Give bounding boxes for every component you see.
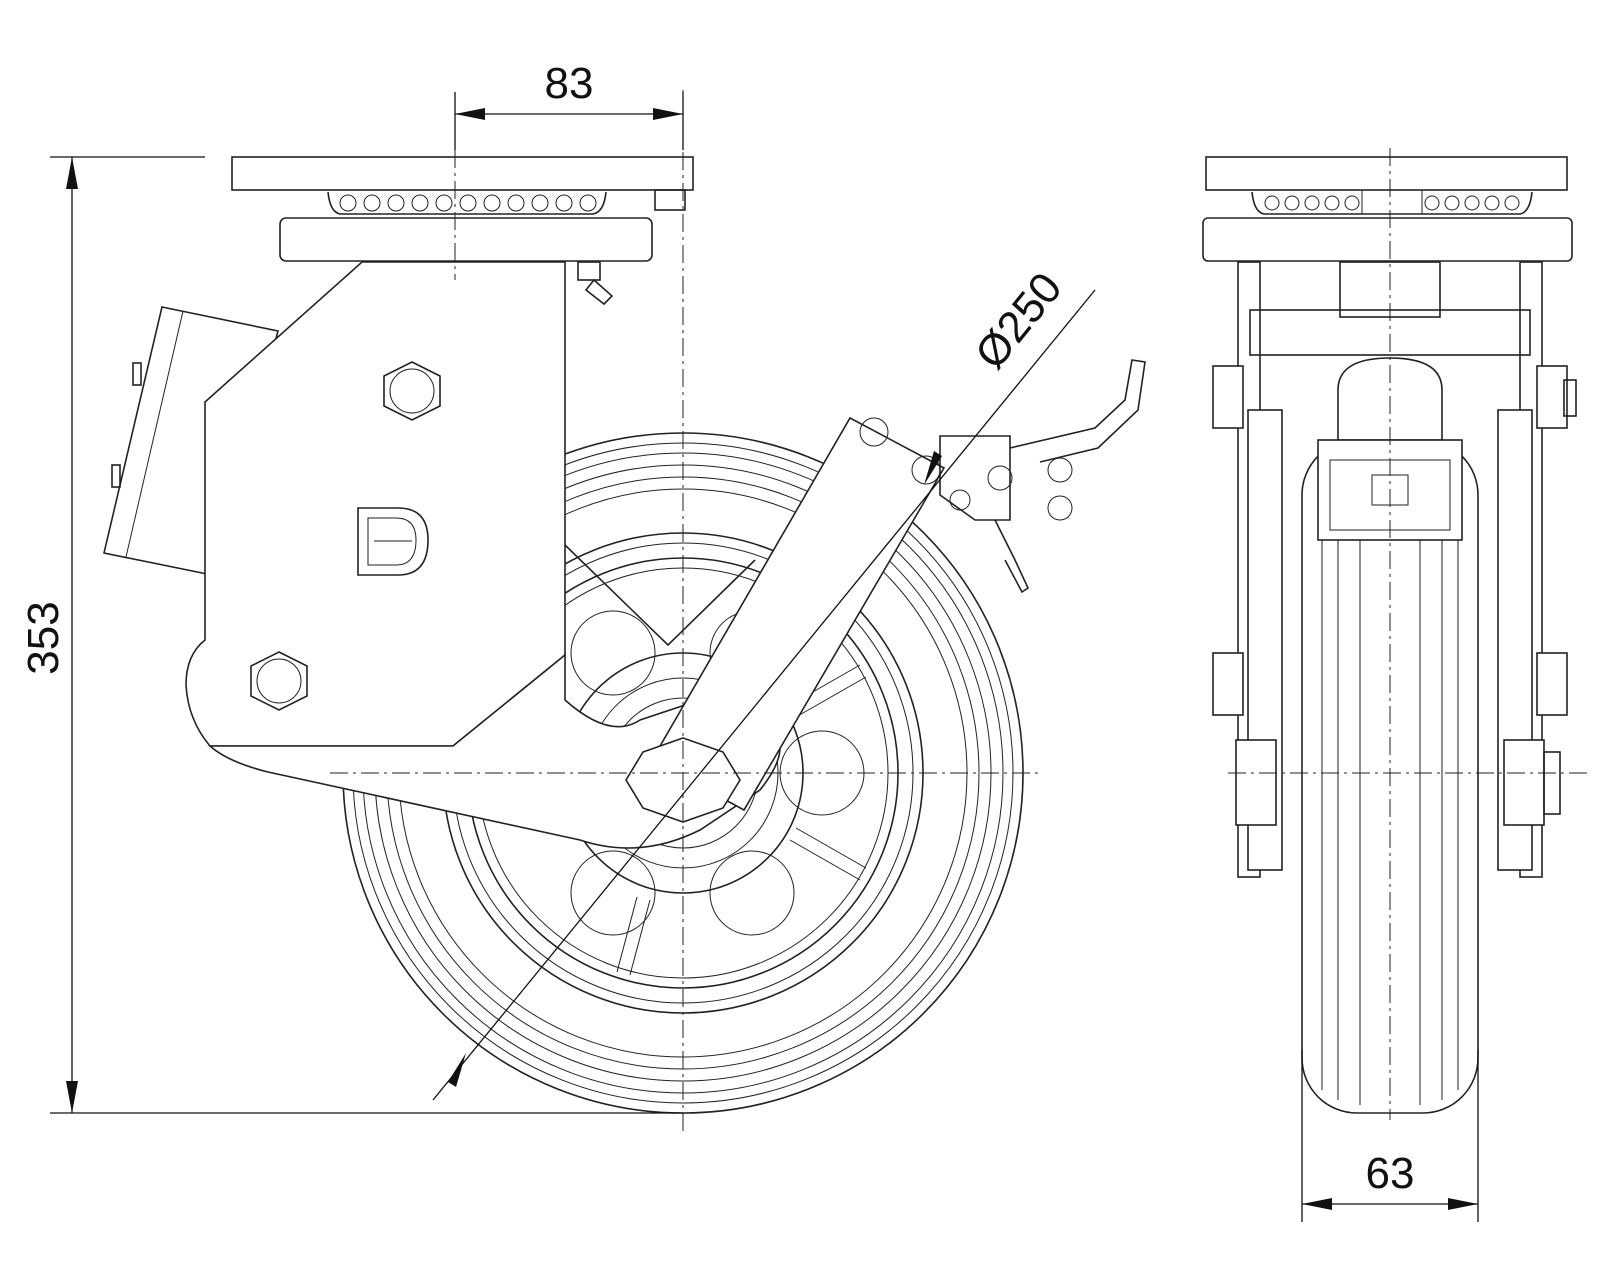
plate-tab (654, 189, 686, 211)
top-mounting-plate (231, 156, 694, 191)
width-dimension-label: 63 (1366, 1149, 1415, 1198)
brake-mechanism (939, 359, 1146, 594)
height-dimension-label: 353 (19, 601, 68, 674)
front-bolts (1212, 365, 1577, 826)
front-ball-race (1251, 189, 1533, 215)
diameter-dimension-label: Ø250 (966, 264, 1072, 378)
offset-dimension-label: 83 (545, 59, 594, 108)
swivel-plate (279, 217, 653, 262)
dimension-height: 353 (19, 156, 683, 1114)
ball-race (327, 191, 607, 215)
front-view (1202, 148, 1590, 1120)
dimension-width: 63 (1301, 1050, 1479, 1222)
dimension-offset: 83 (454, 59, 684, 150)
front-swivel-plate (1202, 217, 1573, 262)
grease-nipple (577, 261, 614, 306)
fork-cutout (564, 544, 756, 647)
side-view (103, 90, 1146, 1135)
logo-emblem (357, 507, 429, 576)
front-top-plate (1205, 156, 1568, 191)
bolt-upper (383, 361, 441, 421)
bolt-lower (250, 651, 308, 711)
